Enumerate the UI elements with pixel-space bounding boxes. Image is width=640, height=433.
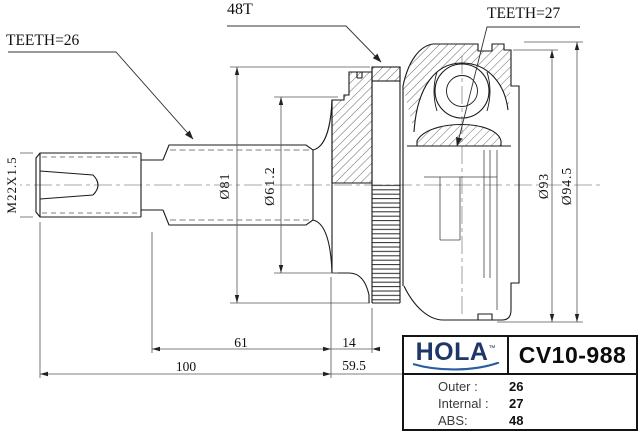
spec-label: Outer : [438,379,478,394]
spec-value: 27 [509,396,524,411]
spec-value: 26 [509,379,524,394]
spline-root-dashes [42,149,310,221]
fillet-bottom [312,219,333,274]
callout-teeth-left: TEETH=26 [6,32,80,49]
abs-ring-top-block [371,66,401,82]
spline-root-lines [170,149,310,221]
spec-row-abs: ABS: 48 [404,412,636,429]
housing-bottom-notch [477,313,493,320]
callout-teeth-right: TEETH=27 [487,5,561,22]
trademark-symbol: ™ [488,345,496,352]
brand-logo: HOLA™ [404,337,509,373]
dim-label-shaft-len: 100 [175,359,197,374]
part-number: CV10-988 [518,341,627,368]
dim-label-housing-d: Ø93 [536,172,551,200]
housing-wall-hatch [403,44,511,132]
leader-lines [8,25,580,147]
dimension-lines [5,41,583,378]
ball-bearing-inner [446,75,478,107]
brand-name: HOLA [415,338,489,366]
housing-interior-lines [424,150,498,310]
leader-abs-count [227,25,382,63]
dim-label-boot-groove-d: Ø61.2 [263,166,278,206]
title-block-specs: Outer : 26 Internal : 27 ABS: 48 [404,375,636,429]
title-block-header: HOLA™ CV10-988 [404,337,636,375]
abs-teeth-band [372,183,400,303]
ball-track-arc [413,62,509,133]
leader-teeth-right [455,26,580,147]
spec-row-internal: Internal : 27 [404,395,636,412]
dim-label-thread: M22X1.5 [4,145,20,225]
dim-d61 [274,96,338,274]
cv-joint-housing [402,43,520,321]
clamp-notch [356,72,363,79]
dim-d81 [230,66,370,304]
dim-label-abs-ring-d: Ø81 [218,172,233,200]
dim-d93 [513,49,558,322]
dim-label-ring-offset: 14 [342,335,356,350]
dim-label-spline-len: 61 [234,335,248,350]
dim-d94 [497,41,583,323]
leader-teeth-left [8,51,194,140]
dim-61-14 [151,232,373,378]
boot-groove-section [331,71,373,303]
thread-runout-cone [39,170,99,200]
spline-section [162,144,314,226]
dim-label-housing-max-d: Ø94.5 [559,166,574,206]
spec-label: Internal : [438,396,489,411]
ball-bearing [434,63,490,119]
boot-wall-hatch [331,71,373,184]
fillet-top [312,99,333,151]
boot-bottom-exterior [332,272,370,303]
thread-root-lines [42,156,139,214]
hub-bore-edges [424,176,497,241]
cage-edges [433,71,491,112]
centerlines [4,56,600,314]
abs-ring [371,66,401,304]
brand-swoosh [412,362,499,371]
thread-stub [35,152,141,218]
dim-label-joint-len: 59.5 [342,358,366,373]
shaft-outline [35,99,333,274]
dimension-arrows [10,42,580,377]
callout-abs-count: 48T [227,1,253,18]
inner-race-section [416,124,502,147]
spec-value: 48 [509,413,524,428]
window-edges [483,150,498,310]
spec-row-outer: Outer : 26 [404,378,636,395]
title-block: HOLA™ CV10-988 Outer : 26 Internal : 27 … [402,335,638,431]
neck [141,159,163,211]
spec-label: ABS: [438,413,468,428]
